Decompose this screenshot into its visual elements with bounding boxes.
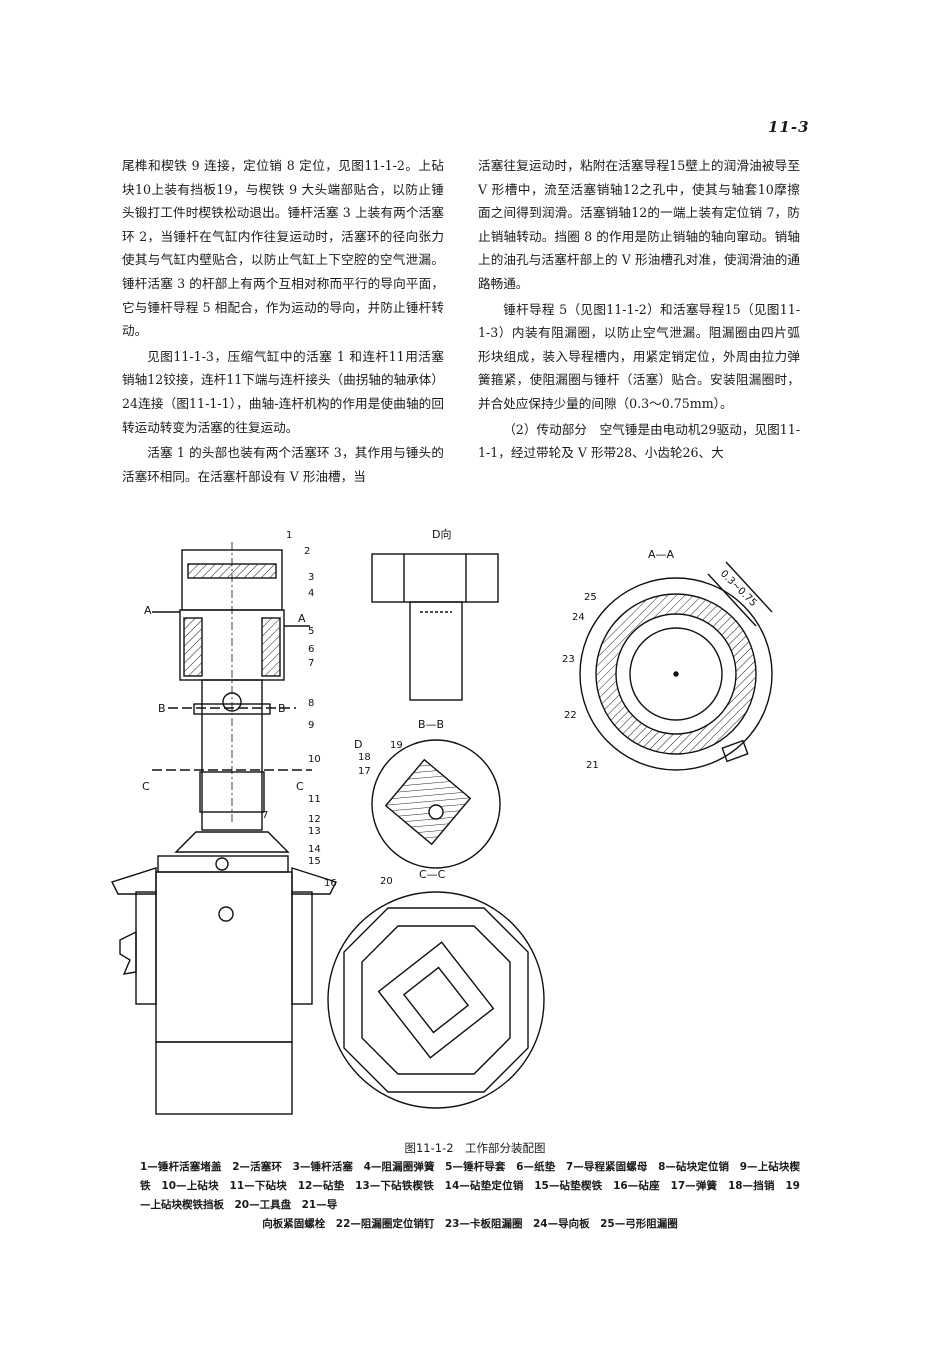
part-number: 8 (308, 698, 314, 709)
part-number: 23 (562, 654, 575, 665)
part-number: 14 (308, 844, 321, 855)
part-number: 10 (308, 754, 321, 765)
part-number: 22 (564, 710, 577, 721)
part-number: 2 (304, 546, 310, 557)
figure-caption: 图11-1-2 工作部分装配图 (404, 1141, 546, 1155)
right-text-column: 活塞往复运动时，粘附在活塞导程15壁上的润滑油被导至 V 形槽中，流至活塞销轴1… (478, 154, 800, 467)
main-section-view (111, 542, 337, 1115)
aa-section-label: A—A (648, 548, 675, 561)
part-number: 5 (308, 626, 314, 637)
part-number: 25 (584, 592, 597, 603)
paragraph: 尾榫和楔铁 9 连接，定位销 8 定位，见图11-1-2。上砧块10上装有挡板1… (122, 158, 444, 339)
legend-text: 1—锤杆活塞堵盖 2—活塞环 3—锤杆活塞 4—阻漏圈弹簧 5—锤杆导套 6—纸… (140, 1161, 800, 1211)
part-number: 9 (308, 720, 314, 731)
part-number: 12 (308, 814, 321, 825)
part-number: 17 (358, 766, 371, 777)
section-letter-c-right: C (296, 780, 304, 793)
section-letter-c: C (142, 780, 150, 793)
page-number: 11-3 (768, 118, 810, 136)
view-letter-d: D (354, 738, 362, 751)
part-number: 4 (308, 588, 314, 599)
part-number: 3 (308, 572, 314, 583)
d-view-label: D向 (432, 527, 451, 541)
part-number: 7 (308, 658, 314, 669)
part-number: 18 (358, 752, 371, 763)
paragraph: 见图11-1-3，压缩气缸中的活塞 1 和连杆11用活塞销轴12铰接，连杆11下… (122, 348, 444, 435)
part-number: 20 (380, 876, 393, 887)
part-number: 1 (286, 530, 292, 541)
part-number: 21 (586, 760, 599, 771)
section-letter-b: B (158, 702, 166, 715)
part-number: 11 (308, 794, 321, 805)
paragraph: 活塞往复运动时，粘附在活塞导程15壁上的润滑油被导至 V 形槽中，流至活塞销轴1… (478, 158, 800, 291)
part-number: 19 (390, 740, 403, 751)
section-letter-a-right: A (298, 612, 306, 625)
aa-section (579, 561, 773, 771)
part-number: 16 (324, 878, 337, 889)
paragraph: 活塞 1 的头部也装有两个活塞环 3，其作用与锤头的活塞环相同。在活塞杆部设有 … (122, 445, 444, 484)
left-text-column: 尾榫和楔铁 9 连接，定位销 8 定位，见图11-1-2。上砧块10上装有挡板1… (122, 154, 444, 490)
part-number: 15 (308, 856, 321, 867)
section-letter-b-right: B (278, 702, 286, 715)
paragraph: 锤杆导程 5（见图11-1-2）和活塞导程15（见图11-1-3）内装有阻漏圈，… (478, 301, 800, 411)
paragraph: （2）传动部分 空气锤是由电动机29驱动，见图11-1-1，经过带轮及 V 形带… (478, 421, 800, 461)
section-letter-a: A (144, 604, 152, 617)
cc-section (327, 891, 545, 1109)
figure-legend: 1—锤杆活塞堵盖 2—活塞环 3—锤杆活塞 4—阻漏圈弹簧 5—锤杆导套 6—纸… (140, 1158, 800, 1234)
assembly-drawing: D向 B—B C—C A—A 0.3~0.75 A A B B C C D 1 … (96, 522, 816, 1122)
part-number: 24 (572, 612, 585, 623)
bb-section (371, 739, 501, 869)
assembly-drawing-svg: D向 B—B C—C A—A 0.3~0.75 A A B B C C D 1 … (111, 527, 773, 1115)
part-number: 6 (308, 644, 314, 655)
part-number: 13 (308, 826, 321, 837)
part-number: 7 (262, 810, 268, 821)
legend-text-last: 向板紧固螺栓 22—阻漏圈定位销钉 23—卡板阻漏圈 24—导向板 25—弓形阻… (262, 1218, 678, 1230)
part-number-labels: 1 2 3 4 5 6 7 8 9 10 11 7 12 13 14 15 16… (262, 530, 599, 889)
d-view (371, 553, 499, 701)
cc-section-label: C—C (419, 868, 446, 881)
bb-section-label: B—B (418, 718, 444, 731)
